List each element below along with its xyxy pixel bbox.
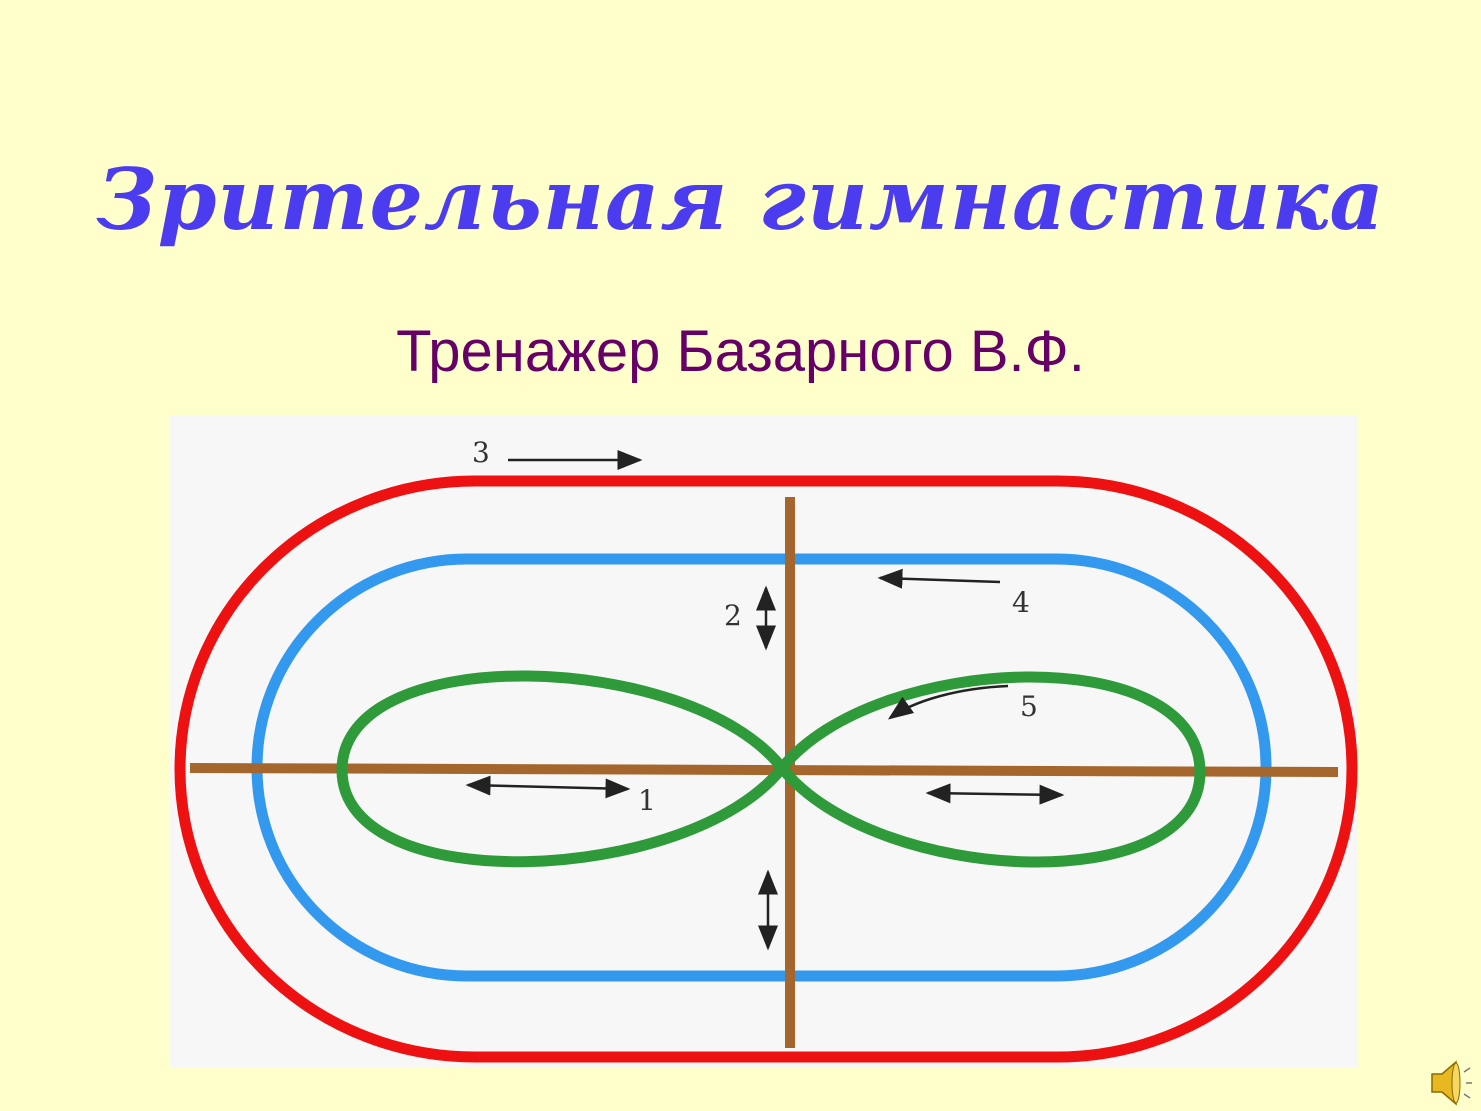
horizontal-line [189, 763, 1339, 777]
label-4: 4 [1012, 586, 1030, 619]
outer-track-red [174, 475, 1358, 1063]
figure-eight-green [336, 670, 1206, 868]
slide-title: Зрительная гимнастика [96, 150, 1385, 249]
arrow-4 [877, 568, 1001, 589]
label-5: 5 [1020, 690, 1038, 723]
eye-trainer-diagram: 3 4 2 1 5 [170, 415, 1358, 1068]
slide-subtitle: Тренажер Базарного В.Ф. [396, 319, 1085, 384]
arrow-1-right [925, 783, 1065, 805]
label-2: 2 [724, 599, 742, 632]
speaker-icon[interactable] [1428, 1058, 1478, 1108]
label-3: 3 [472, 436, 490, 469]
arrow-1-left [465, 775, 631, 799]
diagram-background [170, 415, 1358, 1068]
label-1: 1 [638, 784, 656, 817]
arrow-5 [887, 684, 1009, 720]
